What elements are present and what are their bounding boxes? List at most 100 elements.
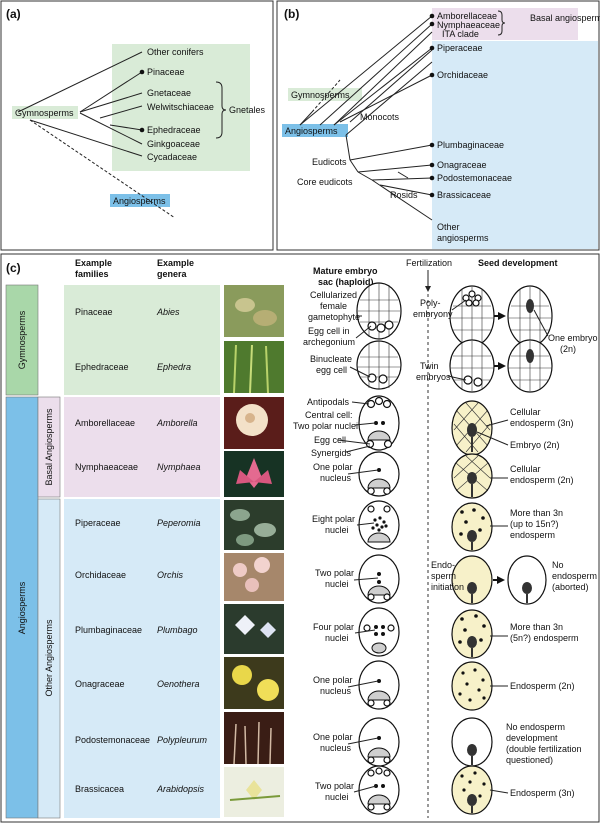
sac-label: Egg cell in xyxy=(308,326,350,336)
sac-label: Eight polar xyxy=(312,514,355,524)
b-gymnosperms-label: Gymnosperms xyxy=(291,90,350,100)
sac-onagraceae xyxy=(358,660,400,710)
sac-label: female xyxy=(320,301,347,311)
panel-a-tree xyxy=(17,51,176,219)
sac-label: nuclei xyxy=(325,792,349,802)
nymphaeaceae-dot xyxy=(429,21,435,27)
header-genera-1: Example xyxy=(157,258,194,268)
row-family: Plumbaginaceae xyxy=(75,625,142,635)
row-family: Onagraceae xyxy=(75,679,125,689)
seed-endo-initiation xyxy=(451,555,493,605)
row-genus: Orchis xyxy=(157,570,184,580)
sac-label: Two polar xyxy=(315,568,354,578)
row-genus: Ephedra xyxy=(157,362,191,372)
gnetales-brace xyxy=(215,81,227,139)
seed-label: Cellular xyxy=(510,407,541,417)
row-genus: Oenothera xyxy=(157,679,200,689)
sac-label: Two polar xyxy=(315,781,354,791)
sac-label: Binucleate xyxy=(310,354,352,364)
seed-label: (double fertilization xyxy=(506,744,582,754)
amborellaceae-dot xyxy=(429,13,435,19)
sidebar-basal xyxy=(37,396,61,498)
sac-label: egg cell xyxy=(316,365,347,375)
seed-label: endosperm (2n) xyxy=(510,475,574,485)
sac-label: One polar xyxy=(313,675,353,685)
sac-label: Cellularized xyxy=(310,290,357,300)
sac-podostemonaceae xyxy=(358,717,400,767)
row-genus: Arabidopsis xyxy=(156,784,205,794)
gymnosperms-label-bg xyxy=(12,106,78,119)
seed-label: embryony xyxy=(413,309,453,319)
angiosperms-box xyxy=(432,41,598,249)
photo-abies xyxy=(224,285,284,337)
panel-a: (a) Gymnosperms Angiosperms Other conife… xyxy=(0,0,274,251)
row-genus: Polypleurum xyxy=(157,735,208,745)
seed-label: Endosperm (3n) xyxy=(510,788,575,798)
sidebar-other xyxy=(37,498,61,819)
panel-b: (b) Gymnosperms Angiosperms xyxy=(276,0,600,251)
taxon-welwitschiaceae: Welwitschiaceae xyxy=(147,102,214,112)
seed-label: Endosperm (2n) xyxy=(510,681,575,691)
sidebar-gymnosperms xyxy=(5,284,39,396)
header-sac-1: Mature embryo xyxy=(313,266,378,276)
sac-label: nucleus xyxy=(320,686,352,696)
seed-leader-lines xyxy=(447,299,549,794)
header-families-1: Example xyxy=(75,258,112,268)
seed-label: sperm xyxy=(431,571,456,581)
onagraceae-dot xyxy=(429,162,435,168)
sac-label: archegonium xyxy=(303,337,355,347)
brassicaceae-dot xyxy=(429,192,435,198)
row-genus: Peperomia xyxy=(157,518,201,528)
plant-photos xyxy=(224,285,284,817)
gymnosperms-label: Gymnosperms xyxy=(15,108,74,118)
row-family: Brassicacea xyxy=(75,784,124,794)
taxon-nymphaeaceae: Nymphaeaceae xyxy=(437,20,500,30)
sac-label: Egg cell xyxy=(314,435,346,445)
sidebar-gymnosperms-label: Gymnosperms xyxy=(17,310,27,369)
seed-label: (2n) xyxy=(560,344,576,354)
taxon-other: Other xyxy=(437,222,460,232)
taxon-podostemonaceae: Podostemonaceae xyxy=(437,173,512,183)
photo-ephedra xyxy=(224,341,284,393)
seed-label: Endo- xyxy=(431,560,455,570)
seed-label: (aborted) xyxy=(552,582,589,592)
sac-label: gametophyte xyxy=(308,312,360,322)
sidebar-angiosperms-label: Angiosperms xyxy=(17,581,27,634)
basal-brace xyxy=(497,10,506,36)
seed-label: No endosperm xyxy=(506,722,565,732)
basal-angiosperms-box xyxy=(432,8,578,40)
band-other xyxy=(64,499,220,818)
monocots-label: Monocots xyxy=(360,112,400,122)
taxon-pinaceae: Pinaceae xyxy=(147,67,185,77)
orchidaceae-dot xyxy=(429,72,435,78)
sac-label: Central cell: xyxy=(305,410,353,420)
seed-label: More than 3n xyxy=(510,508,563,518)
taxon-amborellaceae: Amborellaceae xyxy=(437,11,497,21)
eudicots-label: Eudicots xyxy=(312,157,347,167)
row-family: Piperaceae xyxy=(75,518,121,528)
seed-label: endosperm (3n) xyxy=(510,418,574,428)
sac-label: Synergids xyxy=(311,448,352,458)
sac-label: nucleus xyxy=(320,473,352,483)
row-family: Podostemonaceae xyxy=(75,735,150,745)
core-eudicots-label: Core eudicots xyxy=(297,177,353,187)
panel-c-label: (c) xyxy=(6,261,21,275)
pinaceae-dot xyxy=(139,69,145,75)
seed-label: Embryo (2n) xyxy=(510,440,560,450)
seed-label: embryos xyxy=(416,372,451,382)
header-sac-2: sac (haploid) xyxy=(318,277,374,287)
sac-label: One polar xyxy=(313,732,353,742)
seed-label: (up to 15n?) xyxy=(510,519,559,529)
taxon-brassicaceae: Brassicaceae xyxy=(437,190,491,200)
taxon-ephedraceae: Ephedraceae xyxy=(147,125,201,135)
photo-polypleurum xyxy=(224,712,284,764)
taxon-gnetaceae: Gnetaceae xyxy=(147,88,191,98)
row-family: Orchidaceae xyxy=(75,570,126,580)
seed-label: (5n?) endosperm xyxy=(510,633,579,643)
sidebar-other-label: Other Angiosperms xyxy=(44,619,54,697)
sac-label: Antipodals xyxy=(307,397,350,407)
gnetales-label: Gnetales xyxy=(229,105,266,115)
ephedraceae-dot xyxy=(139,127,145,133)
seed-label: No xyxy=(552,560,564,570)
taxon-cycadaceae: Cycadaceae xyxy=(147,152,197,162)
